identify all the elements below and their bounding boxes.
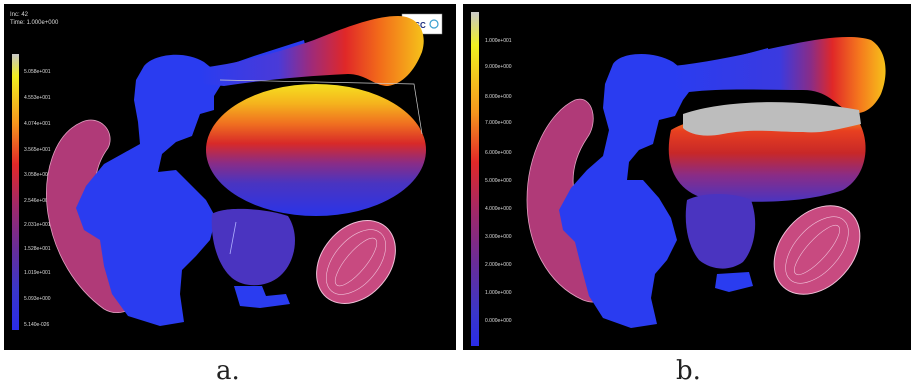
legend-value: 7.000e+000 xyxy=(485,120,512,126)
caption-b: b. xyxy=(676,356,701,386)
body-region xyxy=(76,40,309,326)
organ-ellipse xyxy=(206,84,426,216)
grey-top-region xyxy=(683,102,861,136)
legend-value: 3.565e+001 xyxy=(24,147,51,153)
lower-organ xyxy=(685,194,756,269)
legend-value: 1.528e+001 xyxy=(24,246,51,252)
legend-value: 3.058e+001 xyxy=(24,172,51,178)
lower-organ xyxy=(211,208,295,286)
lower-blue-block xyxy=(715,272,753,292)
legend-value: 5.093e+000 xyxy=(24,296,51,302)
legend-color-bar xyxy=(471,12,479,346)
legend-color-bar xyxy=(12,54,19,330)
caption-a: a. xyxy=(216,356,240,386)
increment-label: Inc: 42 xyxy=(10,12,29,18)
legend-labels: 1.000e+001 9.000e+000 8.000e+000 7.000e+… xyxy=(485,38,512,324)
legend-value: 4.074e+001 xyxy=(24,121,51,127)
time-label: Time: 1.000e+000 xyxy=(10,20,59,26)
legend-value: 5.140e-026 xyxy=(24,322,50,328)
legend-value: 2.031e+001 xyxy=(24,222,51,228)
mesh-ellipse xyxy=(773,205,861,295)
legend-value: 0.000e+000 xyxy=(485,318,512,324)
panel-b: 1.000e+001 9.000e+000 8.000e+000 7.000e+… xyxy=(463,4,911,350)
legend-value: 5.058e+001 xyxy=(24,69,51,75)
legend-value: 1.000e+000 xyxy=(485,290,512,296)
legend-value: 4.553e+001 xyxy=(24,95,51,101)
legend-value: 8.000e+000 xyxy=(485,94,512,100)
legend-value: 1.019e+001 xyxy=(24,270,51,276)
legend-labels: 5.058e+001 4.553e+001 4.074e+001 3.565e+… xyxy=(24,69,51,328)
mesh-ellipse xyxy=(316,220,396,304)
legend-value: 9.000e+000 xyxy=(485,64,512,70)
legend-value: 2.546e+001 xyxy=(24,198,51,204)
fem-plot-b: 1.000e+001 9.000e+000 8.000e+000 7.000e+… xyxy=(471,12,886,346)
legend-value: 5.000e+000 xyxy=(485,178,512,184)
legend-value: 1.000e+001 xyxy=(485,38,512,44)
panel-a: Inc: 42 Time: 1.000e+000 MSC 5.058e+001 … xyxy=(4,4,456,350)
lower-blue-block xyxy=(234,286,290,308)
organ-body xyxy=(668,112,866,202)
legend-value: 3.000e+000 xyxy=(485,234,512,240)
tube-structure xyxy=(200,16,424,86)
fem-plot-a: Inc: 42 Time: 1.000e+000 MSC 5.058e+001 … xyxy=(10,12,443,330)
legend-value: 6.000e+000 xyxy=(485,150,512,156)
tube-structure xyxy=(673,37,886,114)
body-region xyxy=(559,48,771,328)
legend-value: 2.000e+000 xyxy=(485,262,512,268)
legend-value: 4.000e+000 xyxy=(485,206,512,212)
